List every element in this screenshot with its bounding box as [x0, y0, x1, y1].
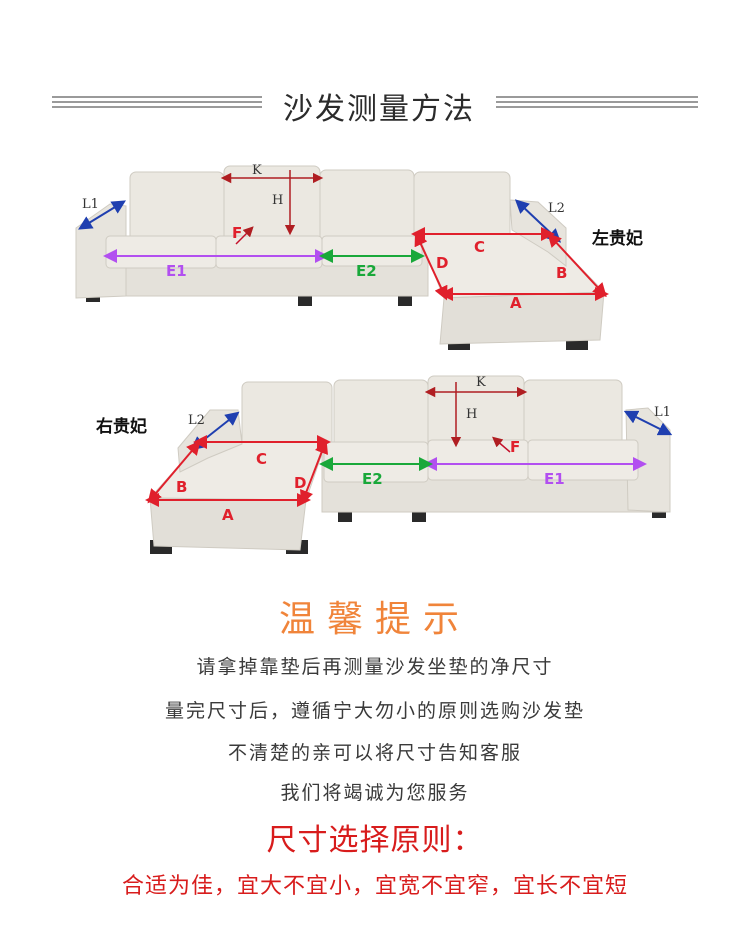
- label-k-bottom: K: [476, 375, 486, 390]
- header-rule-left: [52, 96, 262, 110]
- label-d-top: D: [436, 254, 448, 272]
- tip-line: 量完尺寸后，遵循宁大勿小的原则选购沙发垫: [164, 700, 585, 722]
- tip-line: 请拿掉靠垫后再测量沙发坐垫的净尺寸: [196, 656, 554, 678]
- label-l1-bottom: L1: [654, 405, 671, 420]
- top-labels: K H F E1 E2 C D B A L1 L2 左贵妃: [82, 163, 643, 312]
- label-d-bottom: D: [294, 474, 306, 492]
- bottom-measurements: [145, 382, 673, 507]
- label-f-top: F: [232, 224, 242, 242]
- top-measurements: [78, 170, 609, 301]
- label-l2-bottom: L2: [188, 413, 205, 428]
- label-a-bottom: A: [222, 506, 234, 524]
- label-k-top: K: [252, 163, 262, 178]
- header-rule-right: [496, 96, 698, 110]
- label-f-bottom: F: [510, 438, 520, 456]
- tip-line: 我们将竭诚为您服务: [280, 782, 470, 804]
- tip-line: 不清楚的亲可以将尺寸告知客服: [227, 742, 522, 764]
- label-e1-top: E1: [166, 262, 187, 280]
- label-c-top: C: [474, 238, 485, 256]
- size-rule-title: 尺寸选择原则：: [266, 823, 484, 858]
- label-b-bottom: B: [176, 478, 187, 496]
- page-title: 沙发测量方法: [283, 92, 475, 127]
- label-h-top: H: [272, 193, 283, 208]
- label-e1-bottom: E1: [544, 470, 565, 488]
- size-rule-text: 合适为佳，宜大不宜小，宜宽不宜窄，宜长不宜短: [121, 874, 628, 899]
- sofa-left-chaise: [75, 165, 606, 350]
- tips-heading: 温馨提示: [278, 599, 471, 640]
- right-chaise-label: 右贵妃: [96, 416, 147, 437]
- label-a-top: A: [510, 294, 522, 312]
- left-chaise-label: 左贵妃: [592, 228, 643, 249]
- section-header: 沙发测量方法: [0, 78, 750, 134]
- bottom-labels: K H F E1 E2 C B D A L2 L1 右贵妃: [96, 375, 671, 524]
- label-b-top: B: [556, 264, 567, 282]
- label-l2-top: L2: [548, 201, 565, 216]
- label-h-bottom: H: [466, 407, 477, 422]
- label-e2-top: E2: [356, 262, 377, 280]
- sofa-measurement-diagram: K H F E1 E2 C D B A L1 L2 左贵妃: [75, 163, 673, 554]
- label-c-bottom: C: [256, 450, 267, 468]
- label-e2-bottom: E2: [362, 470, 383, 488]
- label-l1-top: L1: [82, 197, 99, 212]
